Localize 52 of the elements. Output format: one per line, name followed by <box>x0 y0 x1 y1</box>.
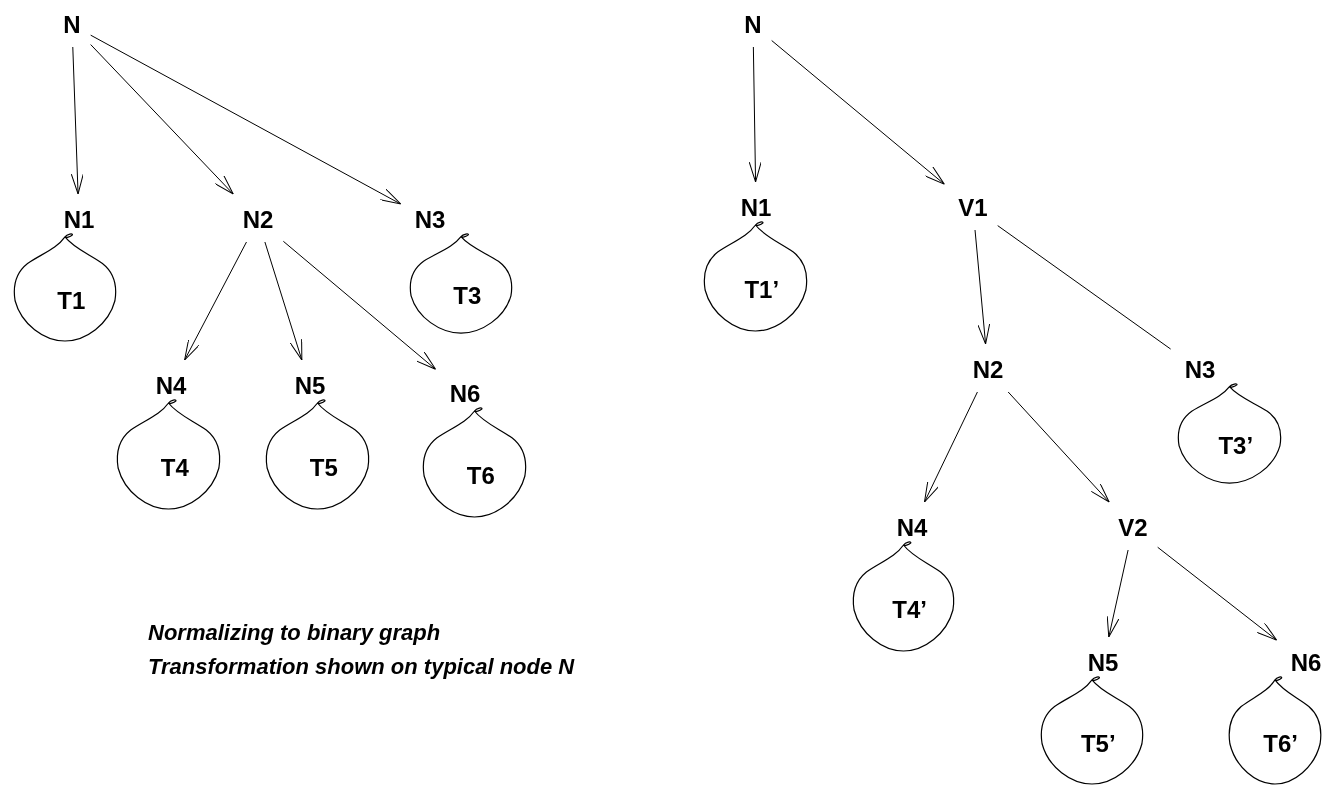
node-label: N1 <box>63 208 95 232</box>
subtree-label: T6’ <box>1263 731 1298 756</box>
subtree-label: T6 <box>466 464 495 489</box>
node-label: N4 <box>896 516 928 540</box>
teardrop-node <box>1040 677 1144 785</box>
node-label: N6 <box>1290 651 1322 675</box>
arrow <box>1106 549 1129 638</box>
arrow <box>70 46 84 195</box>
node-label: N2 <box>242 208 274 232</box>
arrow <box>1157 546 1278 641</box>
subtree-label: T3’ <box>1218 434 1254 458</box>
node-label: N3 <box>1184 358 1216 382</box>
subtree-label: T3 <box>453 284 482 308</box>
node-label: N1 <box>740 196 772 220</box>
arrow <box>1007 391 1110 503</box>
teardrop-node <box>852 542 955 652</box>
subtree-label: T1 <box>57 288 86 313</box>
node-label: N5 <box>294 374 326 398</box>
arrow <box>924 391 978 503</box>
arrow <box>264 241 303 361</box>
node-label: N3 <box>414 208 446 232</box>
teardrop-node <box>265 400 370 510</box>
arrow <box>184 241 247 361</box>
arrow <box>90 34 402 205</box>
caption-text: Transformation shown on typical node N <box>148 654 575 680</box>
arrow <box>90 44 234 195</box>
teardrop-node <box>422 408 527 518</box>
node-label: N6 <box>449 382 481 406</box>
node-label: N <box>744 13 762 37</box>
node-label: V1 <box>958 196 988 220</box>
arrow <box>974 229 991 345</box>
arrow <box>748 46 762 183</box>
subtree-label: T5 <box>309 456 338 481</box>
connector-line <box>997 225 1172 350</box>
teardrop-node <box>1177 384 1282 484</box>
caption-text: Normalizing to binary graph <box>148 620 441 646</box>
subtree-label: T4 <box>160 456 189 481</box>
node-label: N5 <box>1087 651 1119 675</box>
teardrop-node <box>1228 677 1322 785</box>
node-label: N4 <box>155 374 187 398</box>
subtree-label: T5’ <box>1080 731 1116 756</box>
arrow <box>771 40 945 185</box>
subtree-label: T4’ <box>892 598 927 623</box>
node-label: N2 <box>972 358 1004 382</box>
subtree-label: T1’ <box>744 278 780 303</box>
teardrop-node <box>703 222 808 332</box>
node-label: V2 <box>1118 516 1148 540</box>
teardrop-node <box>13 234 117 342</box>
teardrop-node <box>409 234 513 334</box>
node-label: N <box>63 13 81 37</box>
teardrop-node <box>116 400 221 510</box>
arrow <box>282 240 437 370</box>
